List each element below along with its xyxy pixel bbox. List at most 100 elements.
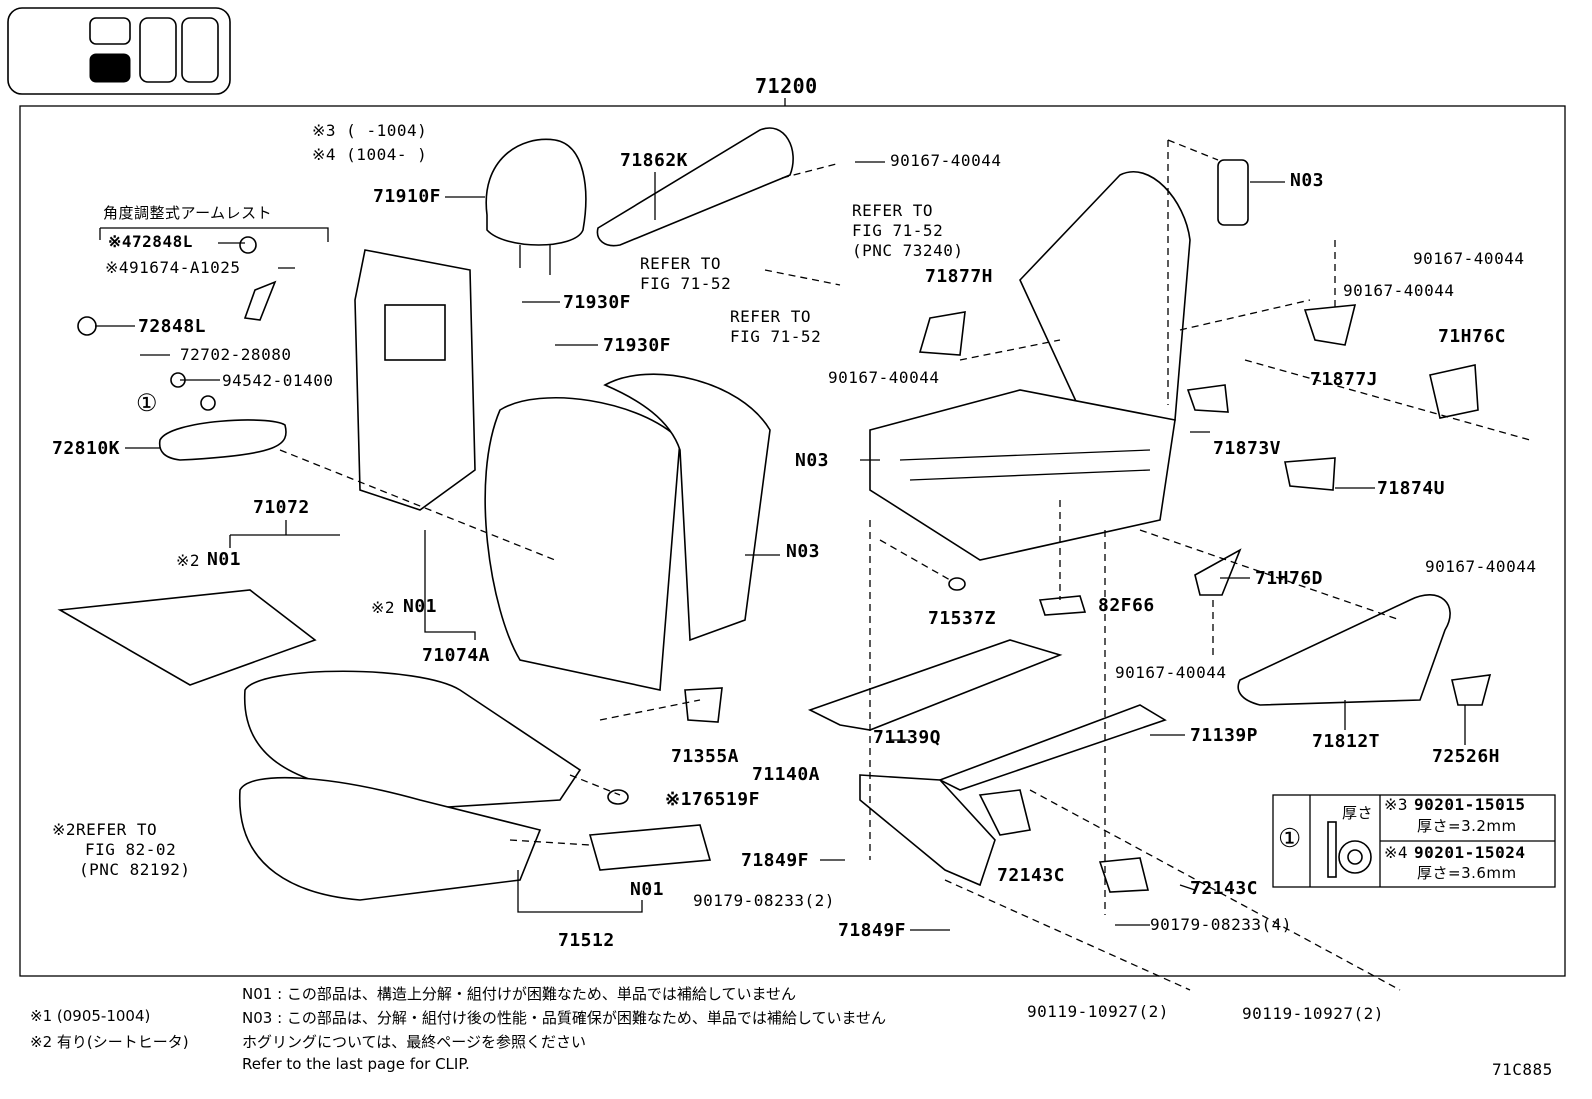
label-71930F-a: 71930F [563,292,632,313]
label-91674: ※491674-A1025 [105,258,241,277]
refer-fig-a1: REFER TO [852,201,934,220]
label-90179-b: 90179-08233(4) [1150,915,1292,934]
label-71874U: 71874U [1377,478,1446,499]
label-n03-top: N03 [1290,170,1325,191]
note-range-4: ※4 (1004- ) [312,145,428,164]
clip-76519F [607,789,629,805]
label-71877J: 71877J [1310,369,1379,390]
washer-row1-mark: ※3 [1384,795,1409,814]
bracket-71877J [1303,304,1357,346]
washer-row2-part: 90201-15024 [1414,843,1526,862]
side-airbag-switch [1217,159,1249,226]
label-bolt-mid: 90167-40044 [828,368,940,387]
label-90119-b: 90119-10927(2) [1242,1004,1384,1023]
bracket-72143C-a [978,789,1031,836]
cap-71537Z [948,577,966,591]
cushion-heater [57,589,317,686]
seatback-cushion [484,396,681,691]
seat-position-icon [7,7,231,95]
label-72526H: 72526H [1432,746,1501,767]
label-71849F-a: 71849F [741,850,810,871]
label-72848L-a: ※472848L [108,232,193,251]
label-71355A: 71355A [671,746,740,767]
label-71537Z: 71537Z [928,608,997,629]
bracket-71874U [1284,457,1336,491]
label-71877H: 71877H [925,266,994,287]
armrest [158,419,287,461]
refer-fig-c1: REFER TO [730,307,812,326]
seat-cushion-pad [239,776,542,901]
washer-row2-mark: ※4 [1384,843,1409,862]
mark-n01-a: ※2 [176,551,201,570]
label-n03-back: N03 [786,541,821,562]
label-bolt-center: 90167-40044 [1115,663,1227,682]
bracket-71H76D [1194,548,1242,596]
track-bracket [859,774,996,887]
arrow-mark [243,280,277,321]
seatback-heater [354,249,476,511]
side-cover-upper [596,127,794,247]
assembly-number: 71200 [755,74,818,98]
note-mark-2: ※2 有り(シートヒータ) [30,1033,189,1051]
label-71812T: 71812T [1312,731,1381,752]
label-76519F: ※176519F [665,789,760,810]
refer-fig-c2: FIG 71-52 [730,327,822,346]
label-bolt-right: 90167-40044 [1425,557,1537,576]
label-72143C-a: 72143C [997,865,1066,886]
label-90179-a: 90179-08233(2) [693,891,835,910]
washer-table-marker: ① [1278,824,1302,854]
label-71074A: 71074A [422,645,491,666]
armrest-title: 角度調整式アームレスト [103,204,273,222]
washer-row2-thick: 厚さ=3.6mm [1417,864,1517,882]
note-mark-1: ※1 (0905-1004) [30,1007,151,1025]
label-71H76C: 71H76C [1438,326,1507,347]
refer-82-2: FIG 82-02 [85,840,177,859]
part-82F66 [1038,595,1087,616]
note-n03: N03 : この部品は、分解・組付け後の性能・品質確保が困難なため、単品では補給… [242,1009,887,1027]
seat-track-inner [807,639,1063,731]
refer-82-3: (PNC 82192) [79,860,191,879]
label-n01-a: N01 [207,549,242,570]
leader-lines [95,161,1466,931]
guide-dashes [279,139,1531,991]
label-71139Q: 71139Q [873,727,942,748]
headrest [485,138,587,275]
circle-1-marker: ① [136,389,159,417]
label-72810K: 72810K [52,438,121,459]
label-bolt-r1: 90167-40044 [1413,249,1525,268]
label-94542: 94542-01400 [222,371,334,390]
label-72702: 72702-28080 [180,345,292,364]
label-n01-c: N01 [630,879,665,900]
label-72143C-b: 72143C [1190,878,1259,899]
side-cover-lower [1237,594,1451,706]
washer-table-header: 厚さ [1342,804,1374,822]
label-90119-a: 90119-10927(2) [1027,1002,1169,1021]
bracket-72143C-b [1098,857,1150,893]
seat-frame [869,171,1191,561]
washer-row1-part: 90201-15015 [1414,795,1526,814]
refer-fig-a2: FIG 71-52 [852,221,944,240]
label-n01-b: N01 [403,596,438,617]
label-bolt-r2: 90167-40044 [1343,281,1455,300]
seat-track-outer [938,704,1167,791]
refer-fig-a3: (PNC 73240) [852,241,964,260]
refer-fig-b2: FIG 71-52 [640,274,732,293]
washer-row1-thick: 厚さ=3.2mm [1417,817,1517,835]
label-71072: 71072 [253,497,310,518]
heater-N01 [588,824,712,871]
label-71910F: 71910F [373,186,442,207]
label-72848L-b: 72848L [138,316,207,337]
label-71H76D: 71H76D [1255,568,1324,589]
clip-71355A [684,687,723,723]
diagram-code: 71C885 [1492,1060,1553,1079]
label-71862K: 71862K [620,150,689,171]
note-clip: Refer to the last page for CLIP. [242,1055,470,1073]
note-range-3: ※3 ( -1004) [312,121,428,140]
label-71873V: 71873V [1213,438,1282,459]
note-hog-ring: ホグリングについては、最終ページを参照ください [242,1033,586,1051]
label-71512: 71512 [558,930,615,951]
bracket-71873V [1186,384,1229,413]
label-n03-mid: N03 [795,450,830,471]
